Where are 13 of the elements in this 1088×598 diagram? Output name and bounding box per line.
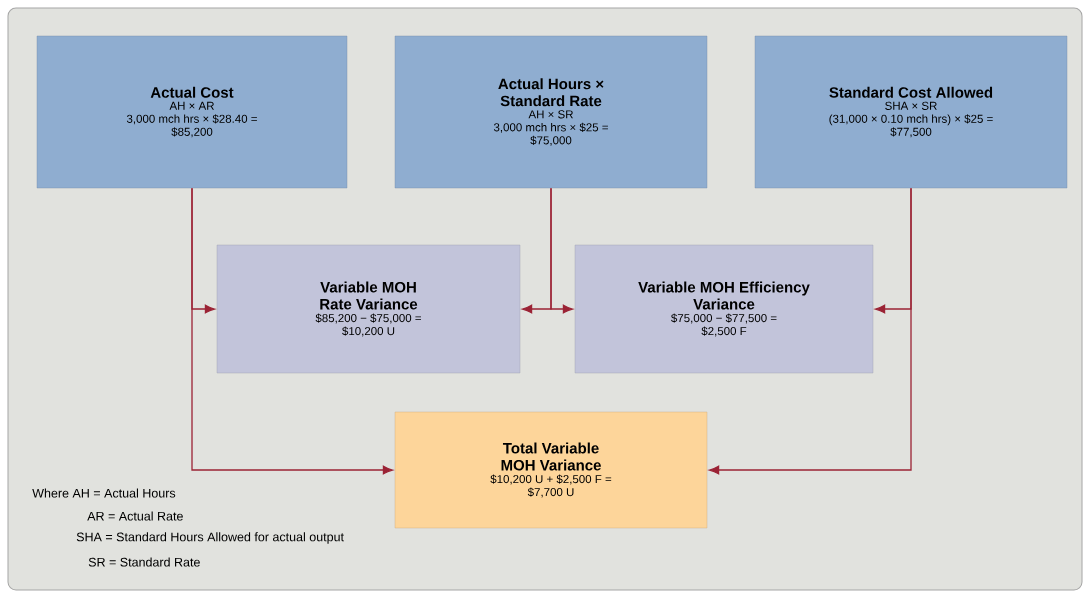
- process-box: Total Variable MOH Variance $10,200 U + $2,500 F = $7,700 U: [394, 411, 708, 529]
- legend-note: SR = Standard Rate: [88, 557, 200, 567]
- legend-note: Where AH = Actual Hours: [32, 488, 176, 498]
- process-box: Variable MOH Rate Variance $85,200 − $75,000 = $10,200 U: [216, 244, 521, 374]
- process-box: Actual Cost AH × AR 3,000 mch hrs × $28.40 = $85,200: [36, 35, 348, 189]
- legend-note: SHA = Standard Hours Allowed for actual output: [76, 532, 344, 544]
- arrow: [709, 187, 912, 475]
- process-box: Actual Hours × Standard Rate AH × SR 3,000 mch hrs × $25 = $75,000: [394, 35, 708, 189]
- legend-note: AR = Actual Rate: [87, 511, 183, 521]
- process-box: Variable MOH Efficiency Variance $75,000 − $77,500 = $2,500 F: [574, 244, 874, 374]
- arrow: [550, 187, 574, 314]
- process-box: Standard Cost Allowed SHA × SR (31,000 × 0.10 mch hrs) × $25 = $77,500: [754, 35, 1068, 189]
- arrow: [191, 187, 393, 475]
